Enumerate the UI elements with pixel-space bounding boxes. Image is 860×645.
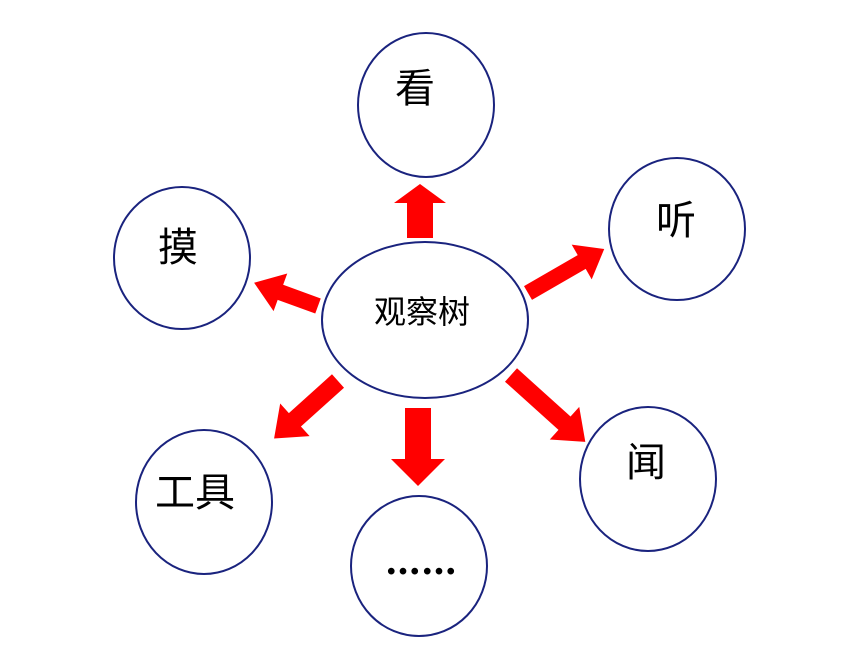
node-smell: 闻	[579, 406, 717, 552]
arrow-to-touch	[254, 273, 321, 314]
center-ellipse	[321, 241, 529, 399]
node-look: 看	[357, 32, 495, 178]
node-touch-label: 摸	[158, 225, 198, 271]
arrow-to-more	[391, 408, 445, 486]
node-listen: 听	[608, 157, 746, 301]
node-tools: 工具	[135, 429, 273, 575]
arrow-to-listen	[524, 244, 605, 300]
node-more: ……	[350, 495, 488, 637]
node-tools-circle	[135, 429, 273, 575]
node-listen-label: 听	[656, 198, 696, 244]
node-smell-circle	[579, 406, 717, 552]
arrow-to-smell	[504, 368, 586, 442]
node-more-label: ……	[385, 541, 457, 583]
arrow-to-look	[394, 184, 446, 238]
node-listen-circle	[608, 157, 746, 301]
node-touch: 摸	[113, 186, 251, 330]
node-smell-label: 闻	[626, 440, 666, 486]
node-touch-circle	[113, 186, 251, 330]
node-more-circle	[350, 495, 488, 637]
node-tools-label: 工具	[155, 470, 235, 516]
center-node: 观察树	[321, 241, 529, 399]
arrows	[254, 184, 605, 486]
arrow-to-tools	[274, 374, 345, 439]
center-label: 观察树	[374, 293, 470, 331]
node-look-circle	[357, 32, 495, 178]
node-look-label: 看	[395, 66, 435, 112]
